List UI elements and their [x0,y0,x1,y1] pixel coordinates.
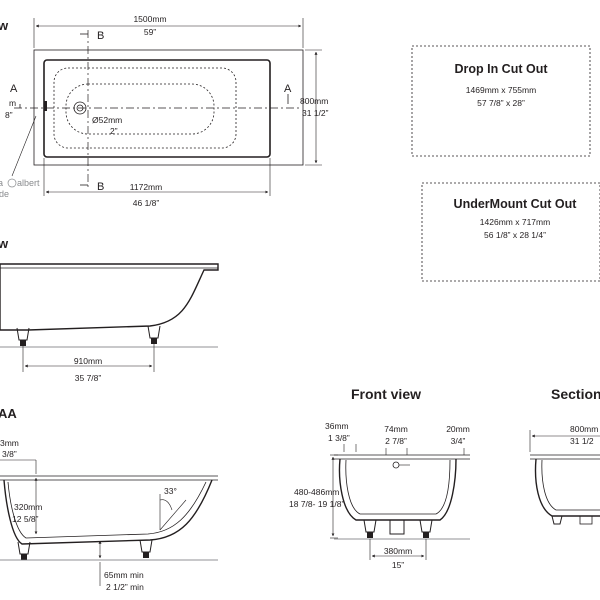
front-rim-in: 1 3/8” [328,433,350,443]
front-shell-inner [345,459,451,515]
section-bb-waste [579,515,593,525]
section-aa-label: AA [0,406,17,421]
side-leg-mm: 910mm [74,356,102,366]
front-leg-left [363,519,377,533]
section-b-top: B [97,30,104,42]
front-tap-in: 2 7/8” [385,436,407,446]
overflow-icon [44,101,47,111]
dropin-in: 57 7/8” x 28” [477,98,525,108]
section-aa-shell-outer [3,479,213,545]
front-feet-in: 15” [392,560,404,570]
undermount-mm: 1426mm x 717mm [480,217,550,227]
side-tub-body [0,263,219,331]
undermount-cutout: UnderMount Cut Out 1426mm x 717mm 56 1/8… [421,182,600,282]
top-view-label: w [0,18,9,33]
section-bb-title: Section [551,386,600,402]
front-shell-outer [338,458,457,521]
section-aa-clear-mm: 65mm min [104,570,144,580]
side-foot-left [20,340,26,346]
front-height-mm: 480-486mm [294,487,339,497]
dropin-box [411,45,591,157]
section-bb-width-mm: 800mm [570,424,598,434]
section-a-left: A [10,83,18,95]
undermount-in: 56 1/8” x 28 1/4” [484,230,546,240]
section-aa-leg-right [139,539,153,553]
section-bb-width-in: 31 1/2 [570,436,594,446]
section-aa-clear-in: 2 1/2” min [106,582,144,592]
front-foot-left [367,532,373,538]
dropin-title: Drop In Cut Out [454,62,548,76]
front-overflow-icon [392,461,400,469]
waste-outlet-icon [73,101,87,115]
section-a-right: A [284,83,292,95]
section-bb-shell-inner [541,459,600,511]
front-lip-in: 3/4” [451,436,466,446]
undermount-box [421,182,600,282]
section-bb-leg [551,515,563,525]
front-height-in: 18 7/8- 19 1/8” [289,499,344,509]
waste-mm: Ø52mm [92,115,122,125]
tub-outer-rim [33,49,304,166]
width-in: 59” [144,27,156,37]
section-bb-shell-outer [534,458,600,517]
tub-floor-outline [53,67,237,149]
side-leg-right [147,325,161,339]
brand-name: albert [17,178,40,188]
side-view-label: w [0,236,9,251]
section-bb: Section 800mm 31 1/2 [529,386,600,525]
section-aa-angle-arc [159,499,173,511]
tub-inner-basin [43,59,271,158]
section-aa: AA 3mm 3/8” 320mm 12 5/8” 33° 65mm min 2… [0,406,218,592]
section-b-bottom: B [97,181,104,193]
top-view: w 1500mm 59” A A B B Ø52mm 2” m 8” [0,14,329,208]
section-aa-foot-left [21,554,27,560]
dropin-cutout: Drop In Cut Out 1469mm x 755mm 57 7/8” x… [411,45,591,157]
section-aa-top-mm: 3mm [0,438,19,448]
front-leg-right [419,519,433,533]
front-waste-trap [389,520,405,535]
front-feet-mm: 380mm [384,546,412,556]
section-aa-angle: 33° [164,486,177,496]
section-aa-angle-slope [159,499,187,531]
front-lip-mm: 20mm [446,424,470,434]
section-aa-shell-inner [7,481,207,539]
front-tap-mm: 74mm [384,424,408,434]
front-foot-right [423,532,429,538]
side-view: w 910mm 35 7/8” [0,236,219,383]
inner-in: 46 1/8” [133,198,160,208]
front-rim-mm: 36mm [325,421,349,431]
side-foot-right [151,338,157,344]
left-mm-partial: m [9,98,16,108]
dropin-mm: 1469mm x 755mm [466,85,536,95]
undermount-title: UnderMount Cut Out [454,197,578,211]
front-view-title: Front view [351,386,421,402]
section-aa-foot-right [143,552,149,558]
brand-leader [11,115,37,177]
section-aa-depth-in: 12 5/8” [12,514,39,524]
width-mm: 1500mm [133,14,166,24]
brand-logo-icon [7,178,17,188]
tub-bottom-outline [65,83,215,135]
brand-prefix: a [0,178,3,188]
left-in-partial: 8” [5,110,13,120]
waste-outlet-inner-icon [76,104,84,112]
waste-in: 2” [110,126,118,136]
section-aa-depth-mm: 320mm [14,502,42,512]
height-mm: 800mm [300,96,328,106]
side-leg-in: 35 7/8” [75,373,102,383]
section-aa-top-in: 3/8” [2,449,17,459]
height-in: 31 1/2” [302,108,329,118]
front-view: Front view 36mm 1 3/8” 74mm 2 7/8” 20mm … [289,386,470,570]
brand-sub: de [0,189,9,199]
inner-mm: 1172mm [130,182,162,192]
